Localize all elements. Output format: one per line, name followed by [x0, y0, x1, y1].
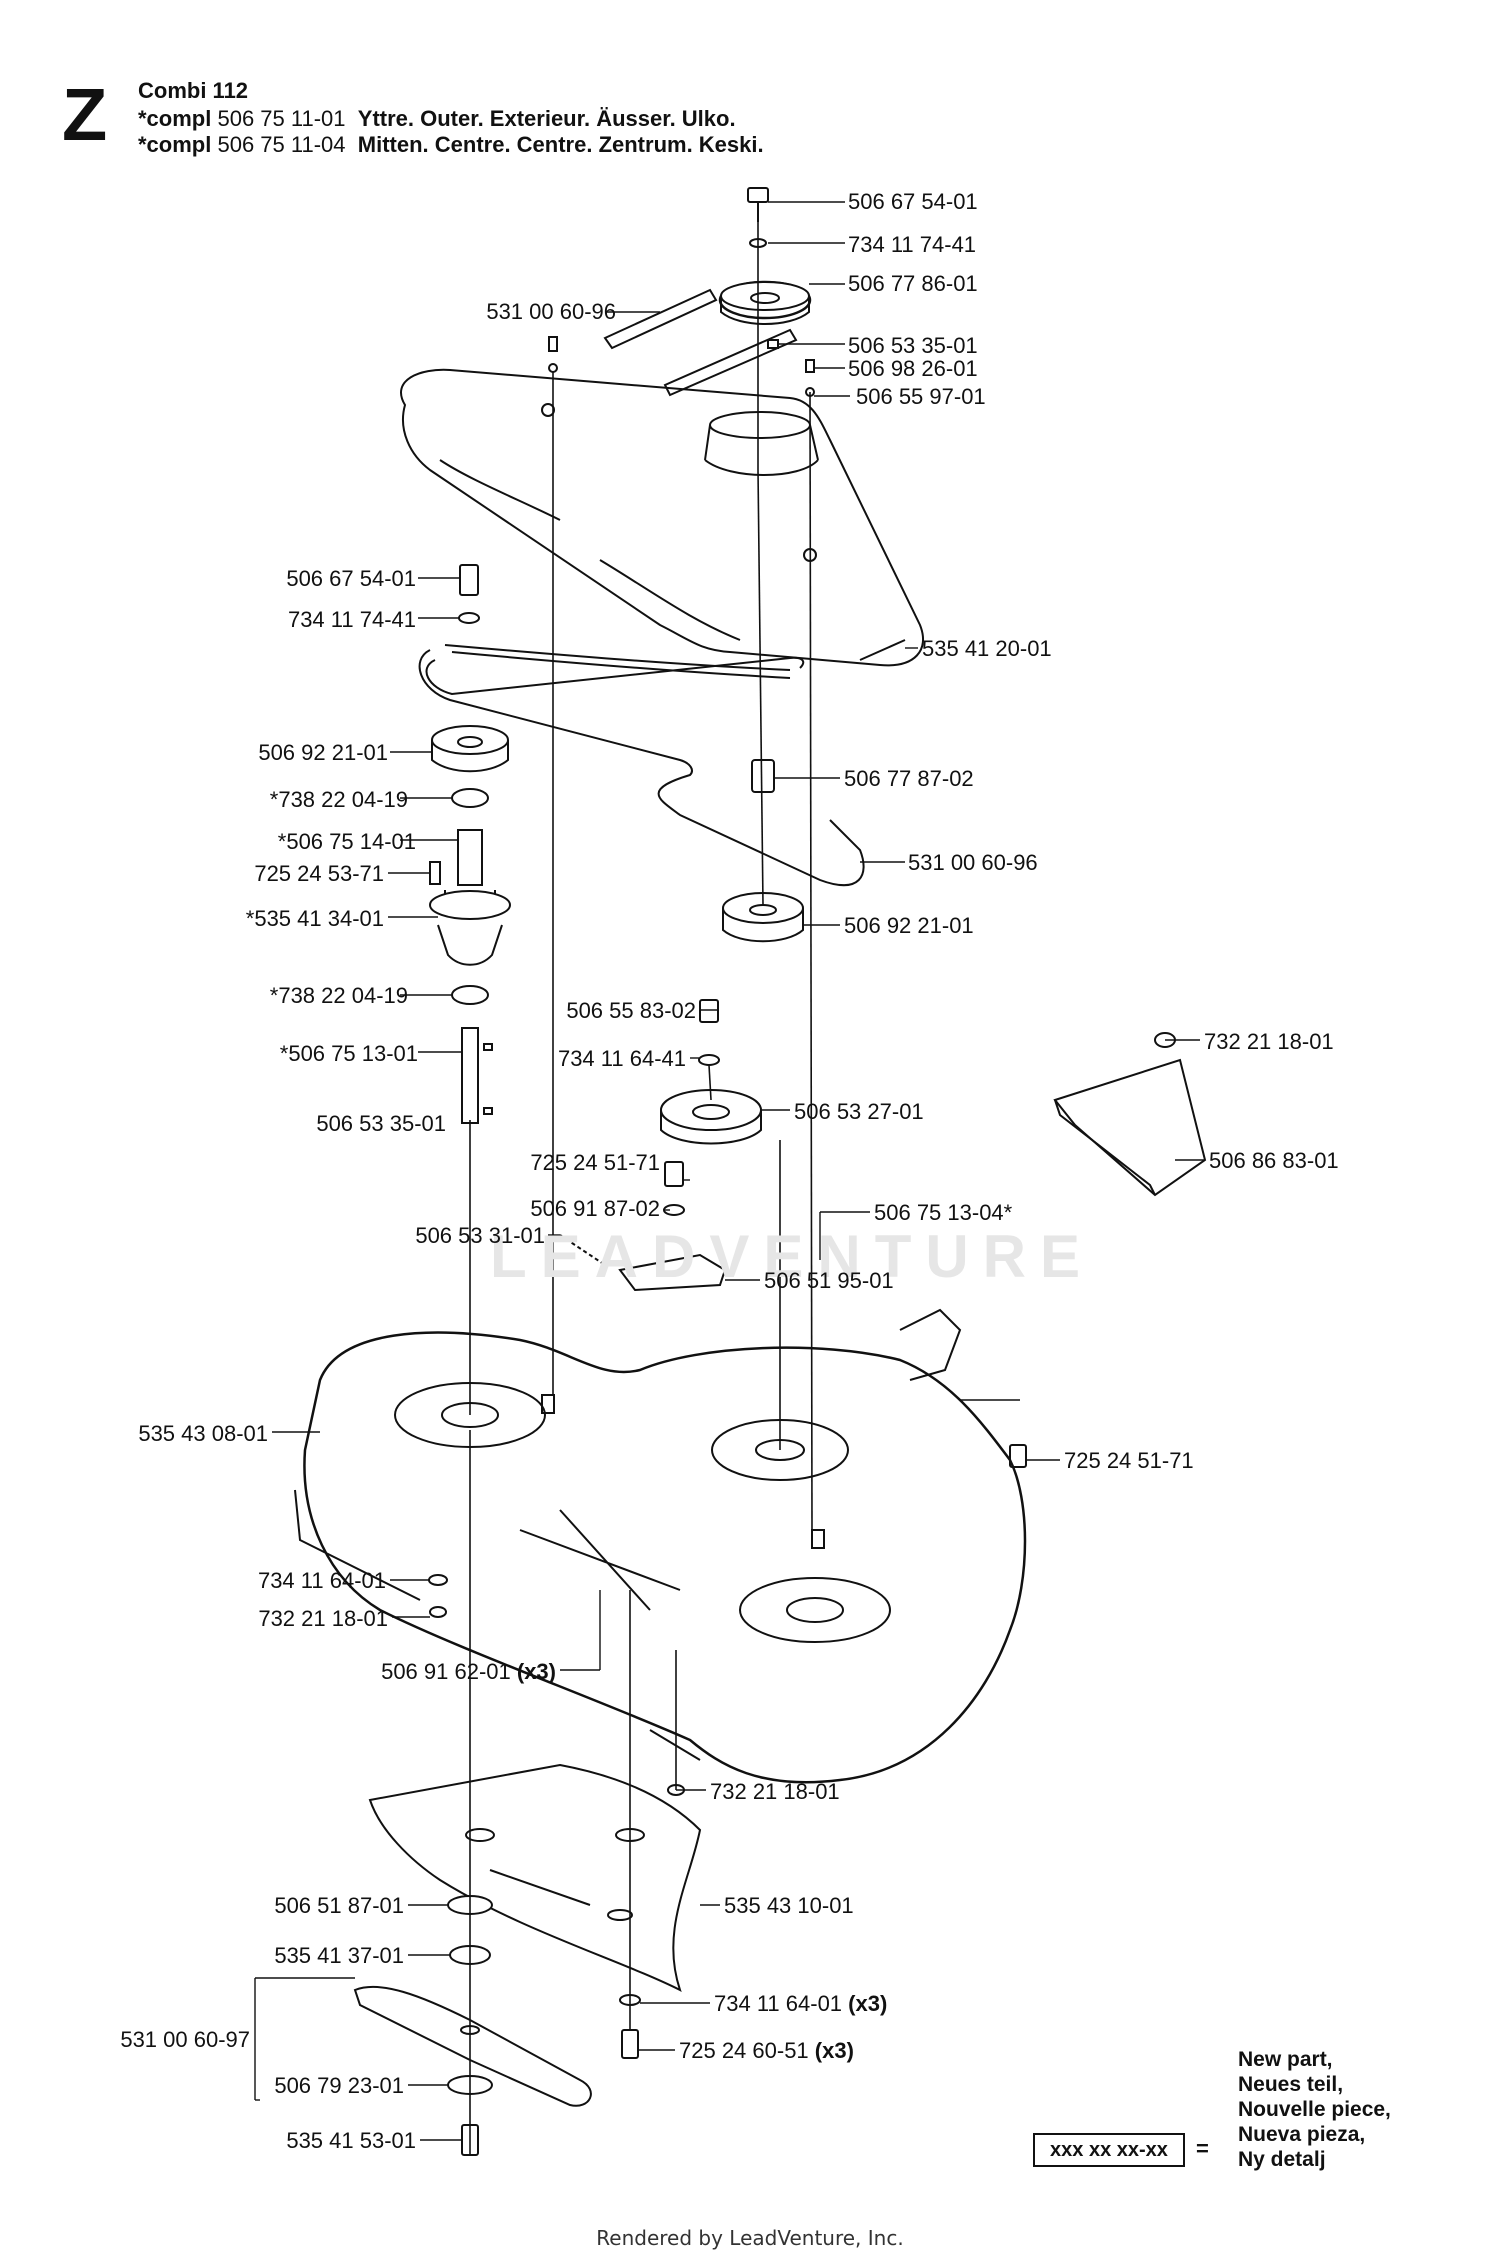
part-label: 531 00 60-96	[486, 299, 616, 324]
part-label: *506 75 13-01	[279, 1041, 418, 1066]
part-label: 506 51 95-01	[764, 1268, 894, 1293]
part-label: 725 24 51-71	[1064, 1448, 1194, 1473]
legend-line: Ny detalj	[1238, 2148, 1326, 2171]
assembly-line-2: *compl 506 75 11-04 Mitten. Centre. Cent…	[138, 132, 764, 158]
legend-line: New part,	[1238, 2048, 1333, 2071]
legend-line: Nueva pieza,	[1238, 2123, 1366, 2146]
part-label: 535 41 20-01	[922, 636, 1052, 661]
part-label: 535 43 08-01	[138, 1421, 268, 1446]
part-label: *506 75 14-01	[277, 829, 416, 854]
axis-lines	[469, 222, 813, 2155]
assembly-part-number: 506 75 11-04	[217, 132, 346, 157]
part-label: 506 92 21-01	[258, 740, 388, 765]
legend-line: Nouvelle piece,	[1238, 2098, 1391, 2121]
part-label: 506 55 83-02	[566, 998, 696, 1023]
part-label: 506 79 23-01	[274, 2073, 404, 2098]
legend-line: Neues teil,	[1238, 2073, 1344, 2096]
legend-sample-box: xxx xx xx-xx	[1033, 2133, 1185, 2167]
legend-equals: =	[1196, 2136, 1209, 2161]
part-label: 531 00 60-97	[120, 2027, 250, 2052]
part-label: 732 21 18-01	[1204, 1029, 1334, 1054]
part-label-qty: 725 24 60-51 (x3)	[679, 2040, 854, 2062]
mower-deck	[294, 1308, 1027, 1784]
leader-lines	[254, 201, 1205, 2141]
part-label: 506 55 97-01	[856, 384, 986, 409]
assembly-line-1: *compl 506 75 11-01 Yttre. Outer. Exteri…	[138, 106, 736, 132]
belt-cover-plate	[400, 368, 925, 667]
mounting-bracket	[1053, 1032, 1207, 1197]
part-label: 506 75 13-04*	[874, 1200, 1013, 1225]
part-label: 535 41 53-01	[286, 2128, 416, 2153]
part-label: 734 11 74-41	[287, 607, 416, 632]
assembly-description: Yttre. Outer. Exterieur. Äusser. Ulko.	[357, 106, 736, 131]
part-label: 506 53 35-01	[316, 1111, 446, 1136]
part-label: 725 24 53-71	[254, 861, 384, 886]
right-pulley	[722, 759, 804, 943]
part-label: 506 77 87-02	[844, 766, 974, 791]
idler-assembly	[559, 999, 762, 1292]
part-label: 506 77 86-01	[848, 271, 978, 296]
part-label: 506 53 31-01	[415, 1223, 545, 1248]
quantity: (x3)	[516, 1659, 556, 1684]
part-label: 506 86 83-01	[1209, 1148, 1339, 1173]
part-number: 725 24 60-51	[679, 2038, 809, 2063]
left-spindle-stack	[429, 564, 511, 1124]
part-label-qty: 734 11 64-01 (x3)	[714, 1993, 887, 2015]
part-label: 506 67 54-01	[286, 566, 416, 591]
part-label: 506 53 35-01	[848, 333, 978, 358]
part-number: 734 11 64-01	[714, 1991, 843, 2016]
assembly-prefix: *compl	[138, 132, 212, 157]
part-label: 506 67 54-01	[848, 189, 978, 214]
quantity: (x3)	[814, 2038, 854, 2063]
watermark: LEADVENTURE	[490, 1223, 1095, 1290]
idler-pulley-top	[720, 187, 810, 349]
assembly-part-number: 506 75 11-01	[217, 106, 346, 131]
part-label: *738 22 04-19	[269, 983, 408, 1008]
part-label: 732 21 18-01	[710, 1779, 840, 1804]
section-letter: Z	[62, 73, 108, 156]
part-label: 732 21 18-01	[258, 1606, 388, 1631]
drive-belt-main	[418, 644, 865, 887]
part-label: 734 11 64-01	[257, 1568, 386, 1593]
part-label: *738 22 04-19	[269, 787, 408, 812]
part-label: 734 11 64-41	[557, 1046, 686, 1071]
part-label: 734 11 74-41	[848, 232, 977, 257]
part-label: 725 24 51-71	[530, 1150, 660, 1175]
part-label: 506 53 27-01	[794, 1099, 924, 1124]
quantity: (x3)	[848, 1991, 888, 2016]
part-label: 506 91 87-02	[530, 1196, 660, 1221]
assembly-prefix: *compl	[138, 106, 212, 131]
part-label: 506 92 21-01	[844, 913, 974, 938]
part-label: *535 41 34-01	[245, 906, 384, 931]
part-label: 535 43 10-01	[724, 1893, 854, 1918]
model-name: Combi 112	[138, 78, 249, 103]
part-label: 506 98 26-01	[848, 356, 978, 381]
part-label: 535 41 37-01	[274, 1943, 404, 1968]
part-label: 531 00 60-96	[908, 850, 1038, 875]
blade-support	[368, 1763, 702, 1992]
footer-credit: Rendered by LeadVenture, Inc.	[596, 2226, 904, 2250]
assembly-description: Mitten. Centre. Centre. Zentrum. Keski.	[357, 132, 764, 157]
legend-new-part: New part, Neues teil, Nouvelle piece, Nu…	[1238, 2047, 1391, 2172]
part-number: 506 91 62-01	[381, 1659, 511, 1684]
part-label-qty: 506 91 62-01 (x3)	[381, 1661, 556, 1683]
part-label: 506 51 87-01	[274, 1893, 404, 1918]
